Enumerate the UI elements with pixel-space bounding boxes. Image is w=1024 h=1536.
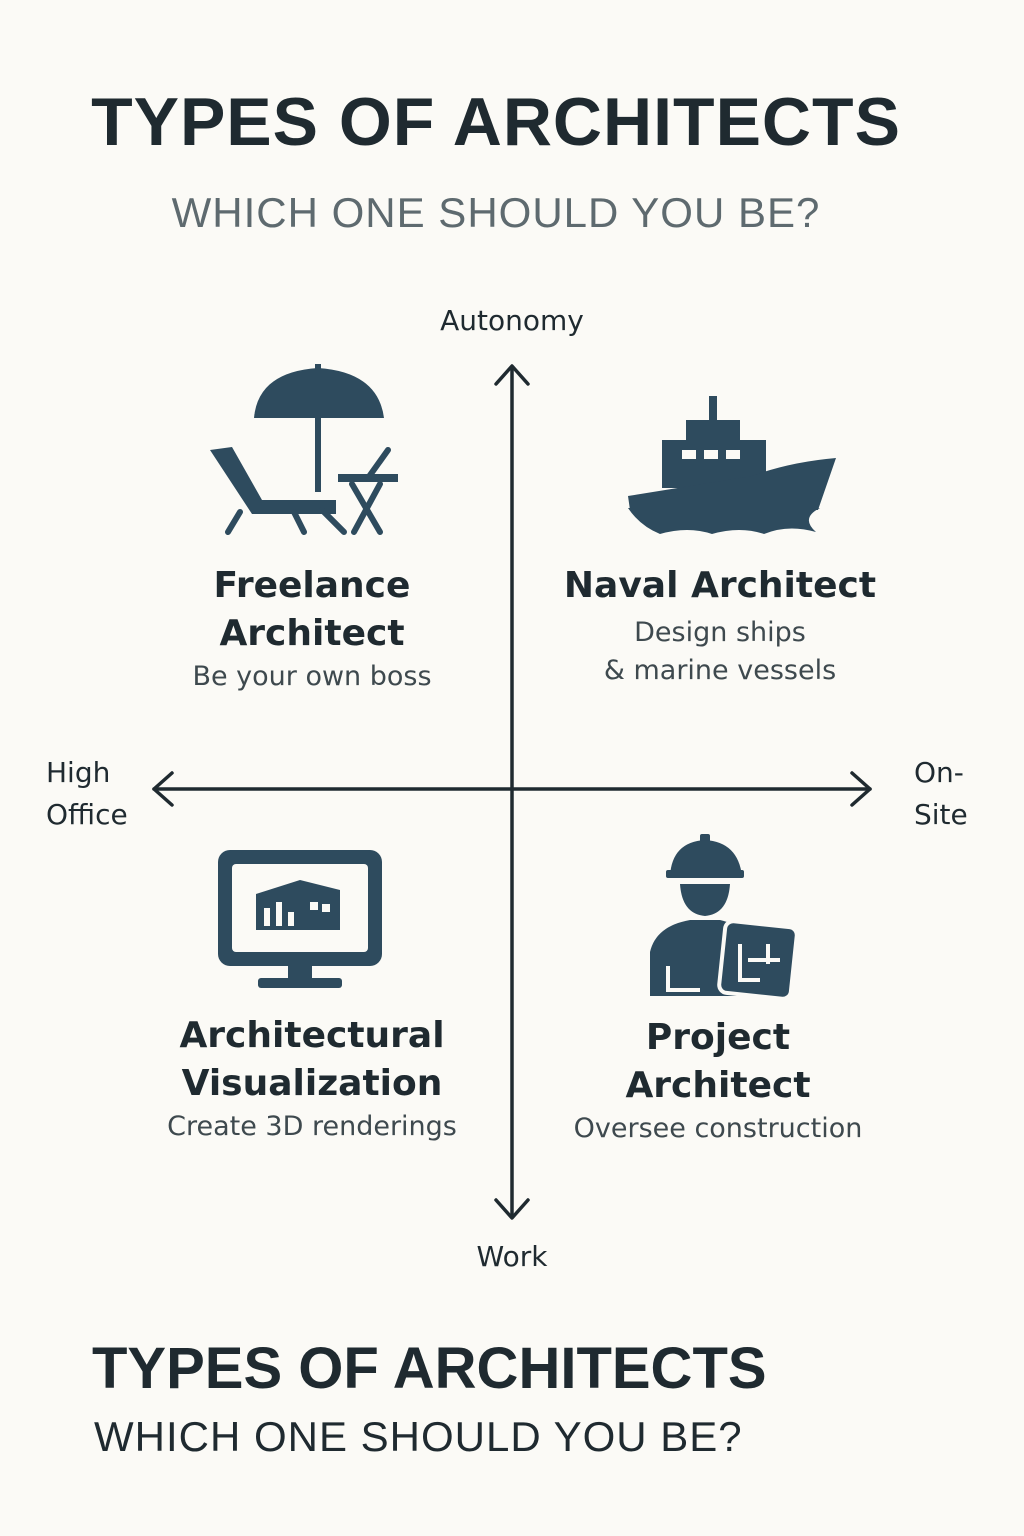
- axis-arrow-down-icon: [494, 1198, 530, 1220]
- page-subtitle: WHICH ONE SHOULD YOU BE?: [171, 189, 821, 236]
- axis-label-top: Autonomy: [440, 304, 584, 337]
- quadrant-title: Naval Architect: [563, 565, 877, 606]
- monitor-building-icon: [218, 850, 382, 988]
- quadrant-title: Project Architect: [625, 1017, 811, 1106]
- quadrant-naval: Naval Architect Design ships & marine ve…: [520, 562, 920, 690]
- axis-label-right: On- Site: [914, 756, 968, 831]
- beach-lounge-icon: [210, 364, 398, 535]
- vertical-axis: [494, 364, 530, 1220]
- axis-label-left: High Office: [46, 756, 128, 831]
- quadrant-visualization: Architectural Visualization Create 3D re…: [112, 1012, 512, 1146]
- page-title: TYPES OF ARCHITECTS: [91, 84, 901, 160]
- quadrant-freelance: Freelance Architect Be your own boss: [112, 562, 512, 696]
- quadrant-subtitle: Design ships & marine vessels: [603, 617, 837, 686]
- quadrant-subtitle: Oversee construction: [573, 1113, 863, 1144]
- axis-label-bottom: Work: [476, 1240, 548, 1273]
- ship-icon: [628, 396, 836, 534]
- quadrant-title: Architectural Visualization: [179, 1015, 445, 1104]
- horizontal-axis: [152, 771, 872, 807]
- engineer-blueprint-icon: [650, 834, 799, 1001]
- footer-title: TYPES OF ARCHITECTS: [92, 1336, 767, 1401]
- quadrant-subtitle: Create 3D renderings: [167, 1111, 457, 1142]
- quadrant-subtitle: Be your own boss: [192, 661, 432, 692]
- axis-arrow-right-icon: [850, 771, 872, 807]
- footer-subtitle: WHICH ONE SHOULD YOU BE?: [94, 1413, 743, 1460]
- axis-arrow-left-icon: [152, 771, 174, 807]
- quadrant-title: Freelance Architect: [213, 565, 411, 654]
- axis-arrow-up-icon: [494, 364, 530, 386]
- quadrant-project: Project Architect Oversee construction: [518, 1014, 918, 1148]
